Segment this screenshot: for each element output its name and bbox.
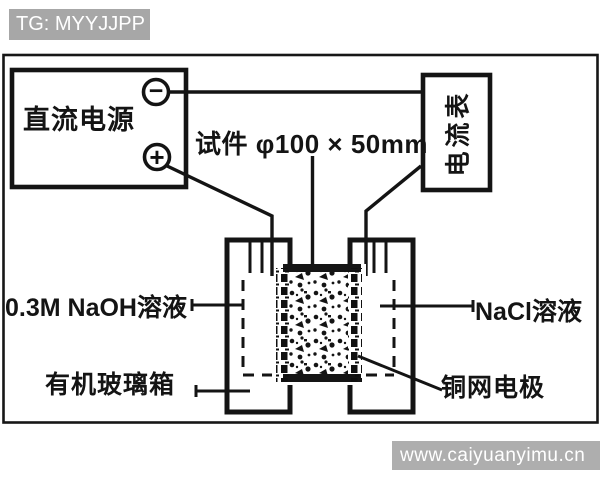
label-pointers: [190, 299, 475, 397]
copper-pointer-line: [357, 354, 443, 392]
right-copper-mesh-electrode: [348, 268, 362, 382]
circuit-wires: [164, 90, 423, 276]
naoh-pointer-line: [190, 299, 244, 311]
ammeter-label: 电流表: [444, 88, 473, 177]
specimen-stipple: [288, 268, 348, 380]
left-copper-mesh-electrode: [276, 268, 289, 382]
watermark-top: TG: MYYJJPP: [9, 9, 150, 40]
ammeter-label-wrap: 电流表: [423, 75, 490, 190]
plexiglass-box-label: 有机玻璃箱: [45, 371, 176, 399]
copper-mesh-electrode-label: 铜网电极: [441, 374, 546, 402]
power-supply-box: [9, 67, 189, 190]
specimen-label: 试件 φ100 × 50mm: [195, 129, 428, 159]
glassbox-pointer-line: [194, 385, 250, 397]
wire-ammeter: [364, 164, 423, 276]
watermark-bottom: www.caiyuanyimu.cn: [392, 441, 600, 470]
ammeter-box: [420, 72, 493, 193]
minus-terminal-icon: −: [148, 77, 164, 105]
wire-positive: [164, 163, 274, 276]
plus-terminal-icon: +: [149, 142, 165, 172]
nacl-pointer-line: [380, 300, 475, 312]
nacl-solution-label: NaCl溶液: [475, 298, 582, 326]
specimen: [276, 264, 366, 385]
plus-terminal-circle: [142, 142, 172, 172]
naoh-solution-label: 0.3M NaOH溶液: [5, 294, 187, 322]
power-supply-label: 直流电源: [23, 105, 135, 135]
figure-frame: [2, 53, 599, 424]
minus-terminal-circle: [141, 77, 171, 107]
